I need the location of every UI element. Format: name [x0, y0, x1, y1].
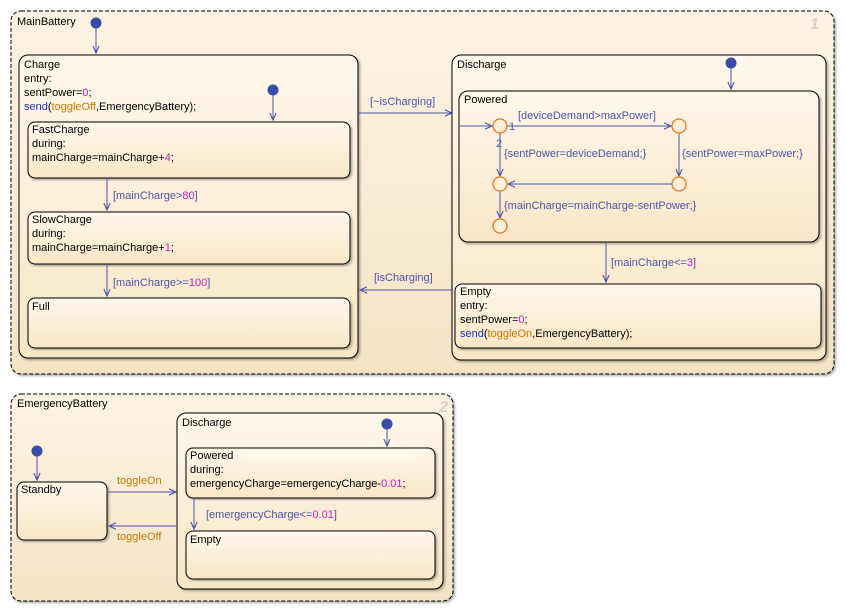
emergency-empty-title: Empty — [190, 534, 222, 546]
transition-main-charge-label: {mainCharge=mainCharge-sentPower;} — [504, 200, 697, 212]
main-empty-entry-action-1: sentPower=0; — [460, 314, 528, 326]
main-empty-title: Empty — [460, 286, 492, 298]
state-emergency-empty[interactable]: Empty — [185, 530, 436, 580]
emergency-powered-during-keyword: during: — [190, 464, 224, 476]
emergency-battery-title: EmergencyBattery — [17, 398, 108, 410]
transition-fast-to-slow[interactable]: [mainCharge>80] — [107, 178, 198, 210]
transition-not-charging-label: [~isCharging] — [370, 96, 435, 108]
transition-sent-demand-label: {sentPower=deviceDemand;} — [504, 148, 646, 160]
state-powered[interactable]: Powered — [458, 90, 820, 243]
main-battery-order-badge: 1 — [810, 16, 819, 33]
slowcharge-during-keyword: during: — [32, 228, 66, 240]
default-transition-fastcharge[interactable] — [267, 84, 279, 121]
full-title: Full — [32, 301, 50, 313]
transition-emergency-empty-label: [emergencyCharge<=0.01] — [206, 509, 337, 521]
powered-flow-chart: [deviceDemand>maxPower] 1 2 {sentPower=d… — [460, 110, 803, 234]
transition-discharge-to-charge[interactable]: [isCharging] — [360, 272, 452, 290]
state-emergency-powered[interactable]: Powered during: emergencyCharge=emergenc… — [185, 447, 436, 499]
default-transition-standby[interactable] — [31, 445, 43, 481]
transition-slow-to-full[interactable]: [mainCharge>=100] — [107, 264, 210, 296]
transition-emergency-powered-to-empty[interactable]: [emergencyCharge<=0.01] — [194, 498, 337, 529]
transition-sent-max-label: {sentPower=maxPower;} — [682, 148, 803, 160]
main-empty-entry-keyword: entry: — [460, 300, 488, 312]
transition-toggle-off-label: toggleOff — [117, 531, 162, 543]
main-battery-title: MainBattery — [17, 16, 76, 28]
discharge-title: Discharge — [457, 59, 507, 71]
emergency-discharge-title: Discharge — [182, 417, 232, 429]
transition-demand-label: [deviceDemand>maxPower] — [518, 110, 656, 122]
default-transition-charge[interactable] — [90, 17, 102, 54]
slowcharge-during-action: mainCharge=mainCharge+1; — [32, 242, 174, 254]
transition-fast-to-slow-label: [mainCharge>80] — [113, 190, 198, 202]
fastcharge-during-action: mainCharge=mainCharge+4; — [32, 152, 174, 164]
charge-entry-action-1: sentPower=0; — [24, 87, 92, 99]
charge-entry-action-2: send(toggleOff,EmergencyBattery); — [24, 101, 196, 113]
powered-title: Powered — [464, 94, 507, 106]
junction-a[interactable] — [492, 118, 508, 134]
transition-toggle-off[interactable]: toggleOff — [109, 526, 176, 543]
emergency-battery-order-badge: 2 — [438, 399, 448, 416]
state-slowcharge[interactable]: SlowCharge during: mainCharge=mainCharge… — [27, 211, 351, 265]
charge-entry-keyword: entry: — [24, 73, 52, 85]
state-standby[interactable]: Standby — [16, 481, 108, 541]
transition-powered-to-empty[interactable]: [mainCharge<=3] — [606, 242, 696, 282]
state-main-empty[interactable]: Empty entry: sentPower=0; send(toggleOn,… — [454, 283, 822, 349]
fastcharge-during-keyword: during: — [32, 138, 66, 150]
default-transition-emergency-powered[interactable] — [381, 418, 393, 447]
junction-d[interactable] — [671, 176, 687, 192]
emergency-powered-title: Powered — [190, 450, 233, 462]
state-fastcharge[interactable]: FastCharge during: mainCharge=mainCharge… — [27, 121, 351, 179]
charge-title: Charge — [24, 59, 60, 71]
junction-c[interactable] — [492, 176, 508, 192]
default-transition-powered[interactable] — [725, 57, 737, 90]
transition-order-1: 1 — [509, 121, 515, 133]
fastcharge-title: FastCharge — [32, 124, 89, 136]
junction-b[interactable] — [671, 118, 687, 134]
junction-e[interactable] — [492, 218, 508, 234]
transition-toggle-on-label: toggleOn — [117, 475, 162, 487]
transition-toggle-on[interactable]: toggleOn — [107, 475, 176, 492]
emergency-powered-during-action: emergencyCharge=emergencyCharge-0.01; — [190, 478, 406, 490]
transition-order-2: 2 — [496, 138, 502, 150]
state-full[interactable]: Full — [27, 297, 351, 349]
main-empty-entry-action-2: send(toggleOn,EmergencyBattery); — [460, 328, 632, 340]
transition-slow-to-full-label: [mainCharge>=100] — [113, 277, 210, 289]
transition-charging-label: [isCharging] — [374, 272, 433, 284]
standby-title: Standby — [21, 484, 62, 496]
transition-charge-to-discharge[interactable]: [~isCharging] — [358, 96, 452, 113]
transition-powered-to-empty-label: [mainCharge<=3] — [611, 257, 696, 269]
slowcharge-title: SlowCharge — [32, 214, 92, 226]
